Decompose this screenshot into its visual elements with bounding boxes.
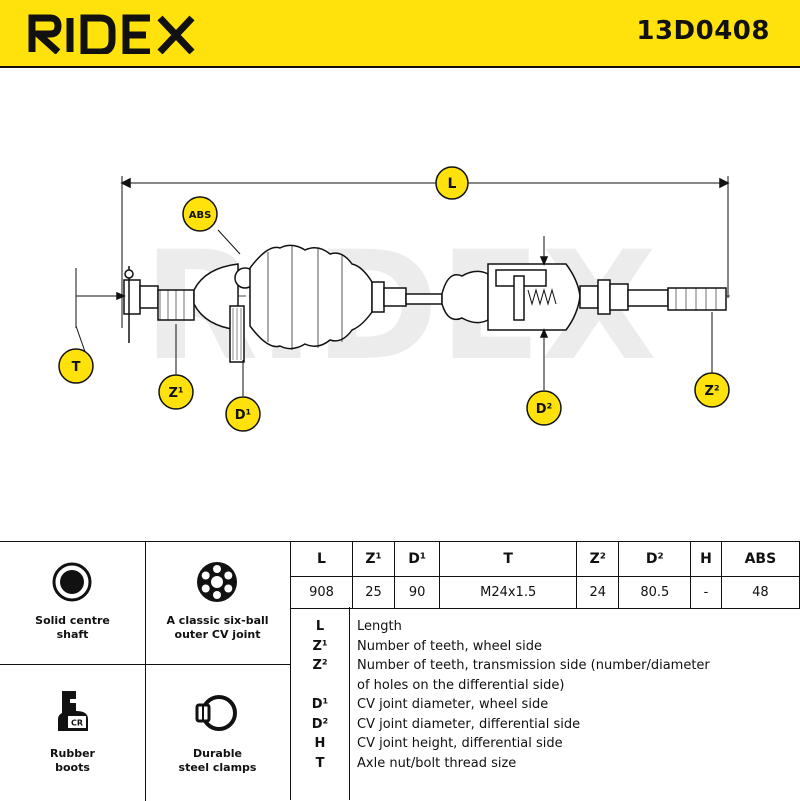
callout-d2: D² [526, 390, 562, 426]
spec-table: L Z¹ D¹ T Z² D² H ABS 908 25 90 M24x1.5 … [290, 541, 800, 609]
ridex-logo [28, 14, 195, 54]
legend-symbol: D² [311, 716, 329, 732]
features-panel: Solid centre shaft A classic six-ball ou… [0, 541, 290, 801]
spec-value-cell: - [690, 576, 722, 609]
spec-value-cell: 908 [290, 576, 353, 609]
callout-z2: Z² [694, 372, 730, 408]
legend-symbol: L [315, 619, 325, 634]
spec-value-cell: 48 [720, 576, 800, 609]
legend-text: of holes on the differential side) [357, 677, 565, 693]
legend-panel: L Length Z¹ Number of teeth, wheel side … [290, 607, 800, 800]
svg-text:L: L [448, 176, 457, 192]
spec-value-cell: M24x1.5 [439, 576, 578, 609]
rubber-boot-cr-icon: CR [58, 691, 88, 731]
header-divider [0, 66, 800, 68]
callout-d1: D¹ [225, 396, 261, 432]
spec-header-cell: D² [618, 541, 692, 577]
legend-text: CV joint diameter, differential side [357, 716, 581, 732]
svg-text:Z²: Z² [704, 384, 719, 399]
feature-label: Durable steel clamps [178, 747, 257, 774]
svg-text:ABS: ABS [189, 210, 212, 221]
spec-header-cell: T [439, 541, 578, 577]
legend-text: CV joint height, differential side [357, 736, 563, 751]
spec-header-row: L Z¹ D¹ T Z² D² H ABS [290, 541, 800, 577]
spec-header-cell: D¹ [394, 541, 441, 577]
legend-symbol: D¹ [311, 697, 329, 712]
callout-t: T [58, 348, 94, 384]
feature-solid-shaft: Solid centre shaft [0, 542, 145, 664]
spec-value-cell: 90 [394, 576, 441, 609]
svg-text:T: T [72, 360, 81, 375]
legend-symbol-column [291, 607, 350, 800]
feature-label: Rubber boots [50, 747, 95, 774]
features-divider-vertical [145, 542, 146, 801]
spec-value-cell: 25 [351, 576, 396, 609]
legend-symbol: Z² [312, 658, 328, 673]
part-number: 13D0408 [636, 16, 770, 46]
legend-text: CV joint diameter, wheel side [357, 697, 549, 712]
svg-text:D²: D² [536, 402, 553, 417]
spec-header-cell: ABS [720, 541, 800, 577]
spec-value-cell: 24 [576, 576, 620, 609]
legend-symbol: Z¹ [312, 638, 328, 654]
spec-header-cell: H [690, 541, 722, 577]
legend-text: Number of teeth, wheel side [357, 638, 542, 654]
svg-text:D¹: D¹ [235, 408, 252, 423]
legend-text: Axle nut/bolt thread size [357, 755, 517, 771]
legend-text: Number of teeth, transmission side (numb… [357, 658, 710, 673]
feature-label: Solid centre shaft [35, 614, 110, 641]
solid-circle-icon [52, 562, 92, 602]
legend-symbol: H [314, 736, 326, 751]
clamp-ring-icon [195, 695, 237, 731]
spec-header-cell: Z¹ [351, 541, 396, 577]
header-bar: 13D0408 [0, 0, 800, 66]
six-ball-joint-icon [197, 562, 237, 602]
feature-six-ball-joint: A classic six-ball outer CV joint [145, 542, 290, 664]
legend-text: Length [357, 619, 402, 634]
feature-label: A classic six-ball outer CV joint [166, 614, 269, 641]
callout-z1: Z¹ [158, 374, 194, 410]
svg-text:Z¹: Z¹ [168, 386, 183, 401]
feature-steel-clamps: Durable steel clamps [145, 665, 290, 801]
callout-abs: ABS [182, 196, 218, 232]
svg-text:CR: CR [71, 719, 83, 728]
spec-value-cell: 80.5 [618, 576, 692, 609]
spec-header-cell: Z² [576, 541, 620, 577]
legend-symbol: T [315, 755, 325, 771]
drive-shaft-drawing: RIDEX [58, 166, 730, 432]
spec-value-row: 908 25 90 M24x1.5 24 80.5 - 48 [290, 576, 800, 609]
spec-header-cell: L [290, 541, 353, 577]
features-divider-horizontal [0, 664, 290, 665]
feature-rubber-boots: CR Rubber boots [0, 665, 145, 801]
callout-l: L [435, 166, 469, 200]
